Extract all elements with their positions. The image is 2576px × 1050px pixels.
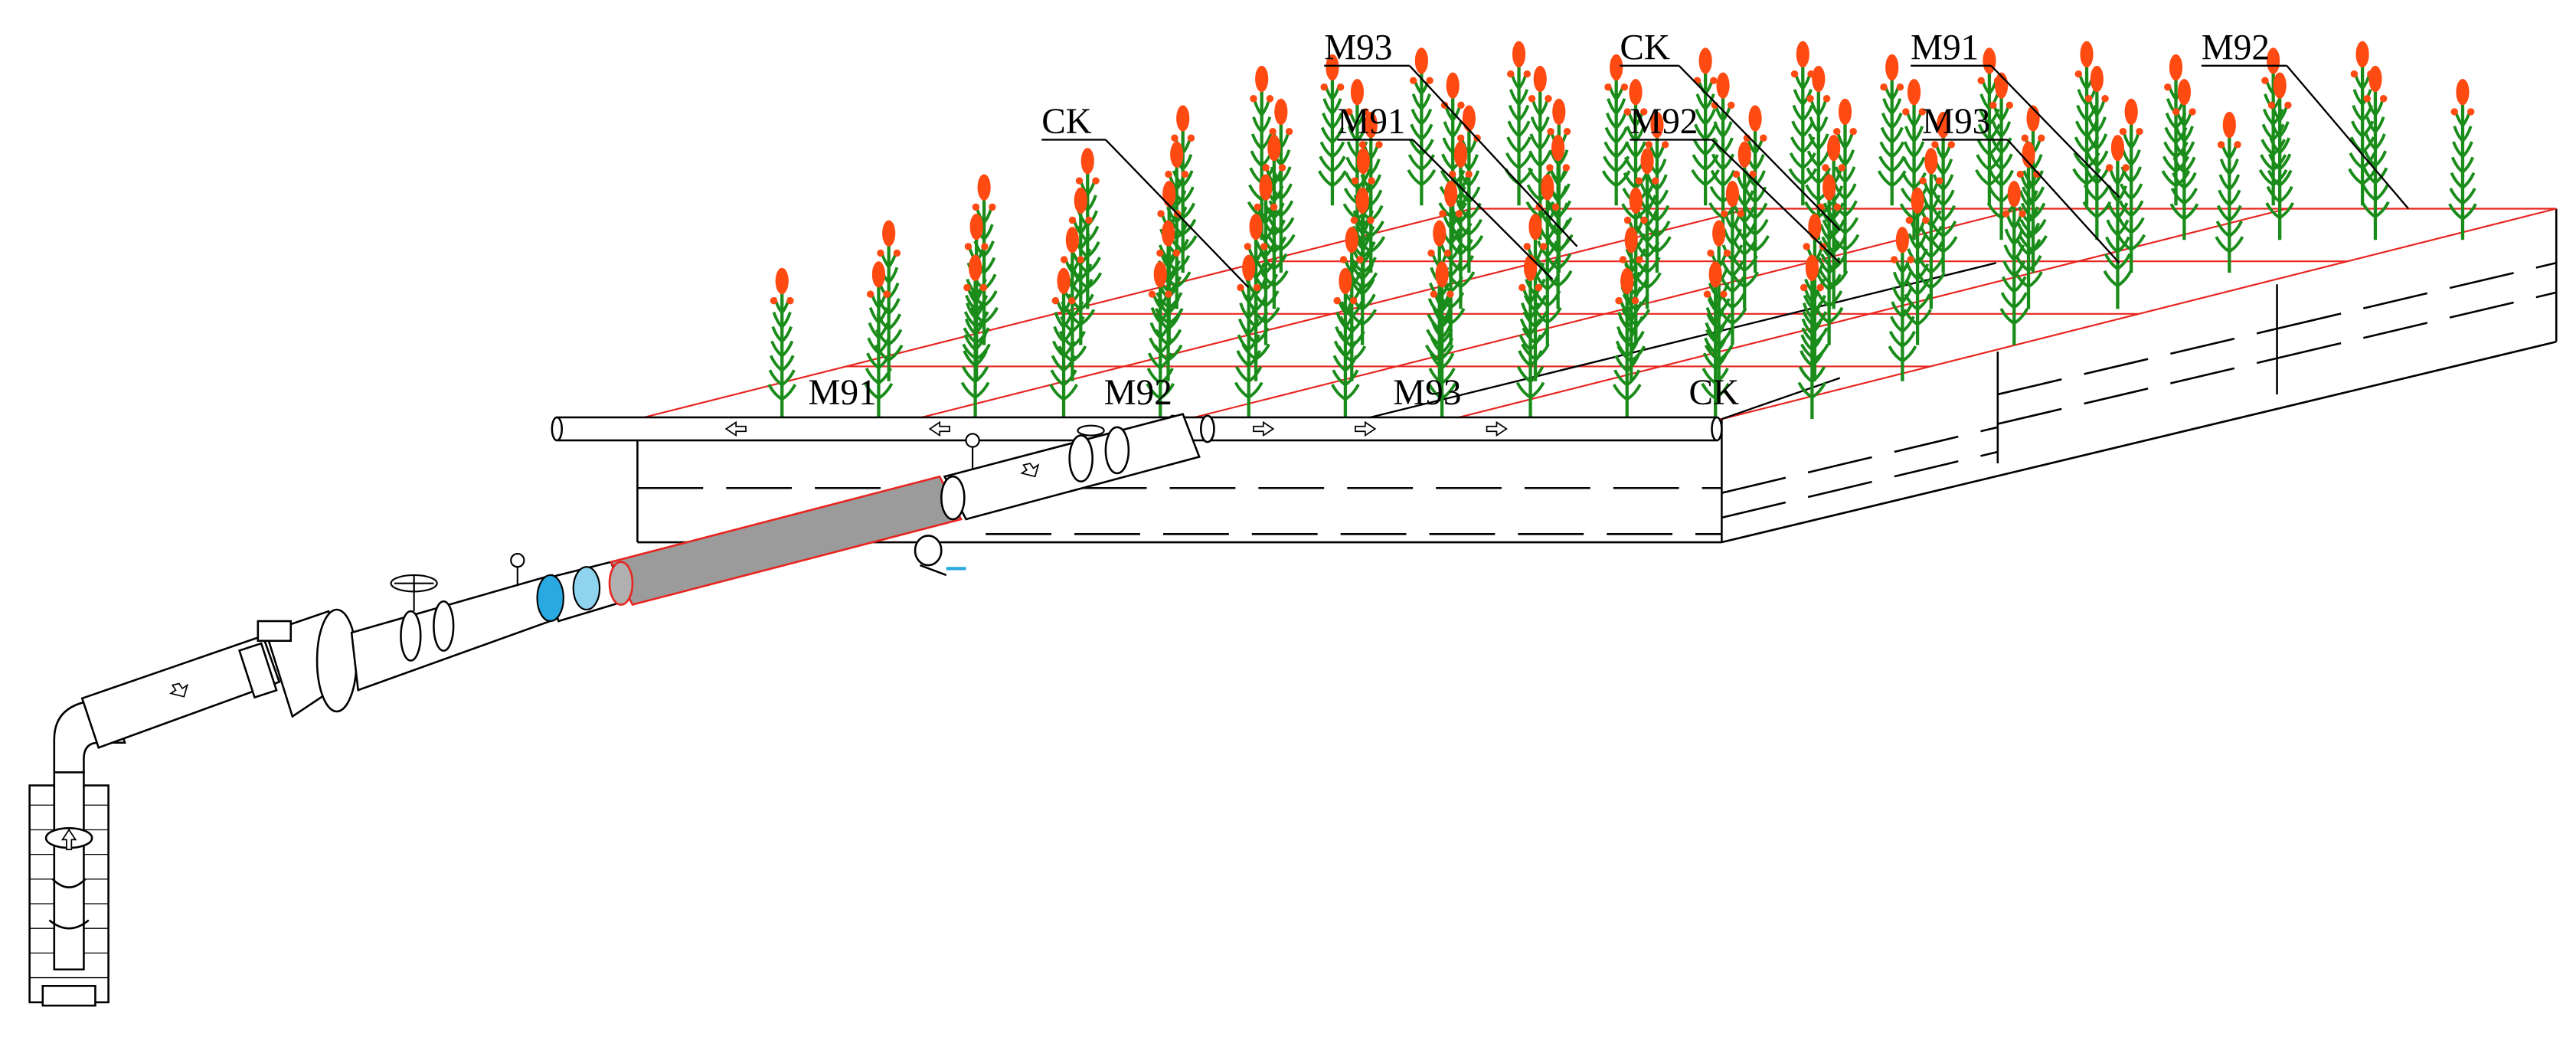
maize-plant-icon xyxy=(1049,267,1078,420)
maize-plant-icon xyxy=(1356,111,1386,273)
maize-plant-icon xyxy=(1633,148,1662,309)
label-mid-3: M92 xyxy=(1630,102,1698,142)
maize-plant-icon xyxy=(864,261,894,420)
treatment-labels-top: M93 CK M91 M92 xyxy=(1324,28,2270,67)
pressure-gauge-icon xyxy=(510,552,525,585)
maize-plant-icon xyxy=(1788,41,1818,206)
plot-grid xyxy=(637,208,2557,420)
screen-filter-icon xyxy=(536,566,601,623)
main-supply-pipe xyxy=(28,413,1201,1007)
maize-plant-icon xyxy=(1701,261,1731,420)
flow-arrows-main xyxy=(60,463,1040,851)
flow-arrow-icon xyxy=(169,682,189,698)
flow-arrow-icon xyxy=(60,828,77,851)
label-mid-1: CK xyxy=(1041,102,1092,142)
maize-plant-icon xyxy=(2361,65,2390,240)
label-mid-4: M93 xyxy=(1922,102,1990,142)
flow-arrow-icon xyxy=(1486,420,1508,437)
maize-plant-icon xyxy=(1515,254,1545,420)
treatment-labels-front: M91 M92 M93 CK xyxy=(809,373,1740,413)
maize-plant-icon xyxy=(1643,111,1672,273)
maize-plant-icon xyxy=(1612,267,1642,420)
maize-plant-icon xyxy=(1986,72,2016,240)
maize-plant-icon xyxy=(1454,105,1484,273)
flow-arrow-icon xyxy=(1253,420,1275,437)
maize-plant-icon xyxy=(1504,41,1534,206)
maize-plant-icon xyxy=(1888,227,1917,381)
valve-handwheel-icon xyxy=(1077,424,1105,437)
maize-plant-icon xyxy=(2265,72,2295,240)
maize-plant-icon xyxy=(2072,41,2101,206)
maize-plant-icon xyxy=(1903,187,1932,345)
flow-arrows-header xyxy=(724,420,1508,437)
flow-arrow-icon xyxy=(724,420,747,437)
pressure-gauge-icon xyxy=(965,433,980,469)
label-leaders xyxy=(1041,64,2410,289)
maize-plant-icon xyxy=(2215,111,2244,273)
label-mid-2: M91 xyxy=(1337,102,1405,142)
label-front-2: M92 xyxy=(1104,373,1172,413)
maize-plant-icon xyxy=(1331,267,1360,420)
maize-plant-icon xyxy=(767,267,797,420)
maize-plant-icon xyxy=(1928,111,1958,273)
maize-plant-icon xyxy=(1234,254,1263,420)
maize-plant-icon xyxy=(1691,47,1720,206)
maize-plants xyxy=(767,41,2477,420)
maize-plant-icon xyxy=(1730,141,1760,309)
plot-dividers xyxy=(1363,262,1996,420)
maize-plant-icon xyxy=(1797,254,1827,420)
maize-plant-icon xyxy=(1146,261,1175,420)
maize-plant-icon xyxy=(1259,134,1289,309)
maize-plant-icon xyxy=(2082,65,2112,240)
label-top-2: CK xyxy=(1620,28,1670,67)
label-top-4: M92 xyxy=(2202,28,2270,67)
maize-plant-icon xyxy=(1318,54,1347,206)
maize-plant-icon xyxy=(1999,181,2029,345)
maize-plant-icon xyxy=(1877,54,1907,206)
maize-plant-icon xyxy=(2014,141,2043,309)
flow-arrow-icon xyxy=(1355,420,1377,437)
maize-plant-icon xyxy=(960,254,990,420)
maize-plant-icon xyxy=(1601,54,1631,206)
maize-plant-icon xyxy=(1427,261,1456,420)
maize-plant-icon xyxy=(2448,79,2477,240)
maize-plant-icon xyxy=(1525,65,1555,240)
treatment-labels-middle: CK M91 M92 M93 xyxy=(1041,102,1990,142)
flow-arrow-icon xyxy=(1020,463,1040,478)
label-front-3: M93 xyxy=(1393,373,1461,413)
label-top-1: M93 xyxy=(1324,28,1392,67)
valve-handwheel-icon xyxy=(390,574,438,612)
label-top-3: M91 xyxy=(1911,28,1979,67)
maize-plant-icon xyxy=(1916,148,1946,309)
maize-plant-icon xyxy=(2169,79,2199,240)
maize-plant-icon xyxy=(1407,47,1437,206)
label-front-4: CK xyxy=(1688,373,1739,413)
label-front-1: M91 xyxy=(809,373,877,413)
maize-plant-icon xyxy=(1803,65,1833,240)
maize-plant-icon xyxy=(1543,134,1573,309)
flow-arrow-icon xyxy=(928,420,950,437)
